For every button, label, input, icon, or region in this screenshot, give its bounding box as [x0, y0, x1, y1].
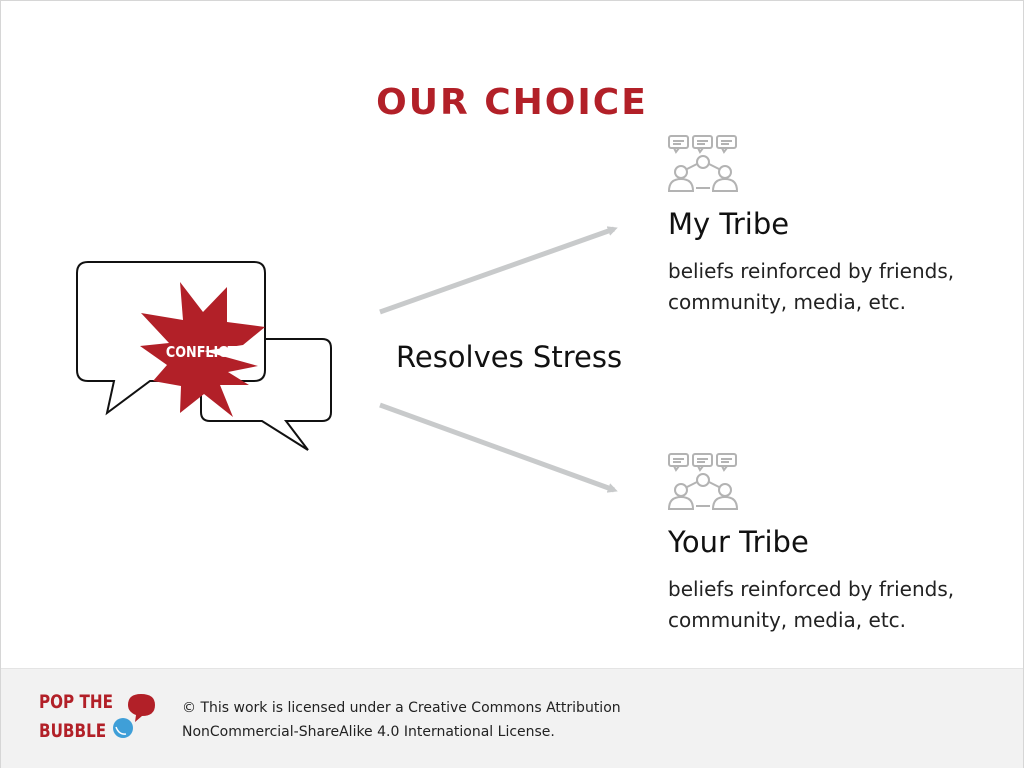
logo-line-1: POP THE — [39, 691, 113, 713]
your-tribe-description: beliefs reinforced by friends, community… — [668, 577, 955, 632]
pop-the-bubble-logo: POP THE BUBBLE — [39, 691, 169, 751]
arrow-to-your-tribe — [379, 402, 618, 493]
my-tribe-description: beliefs reinforced by friends, community… — [668, 259, 955, 314]
arrow-to-my-tribe — [379, 226, 618, 315]
logo-line-2: BUBBLE — [39, 720, 107, 742]
group-chat-icon — [667, 453, 739, 510]
slide-title: OUR CHOICE — [376, 82, 648, 123]
license-line-1: © This work is licensed under a Creative… — [182, 700, 621, 716]
license-line-2: NonCommercial-ShareAlike 4.0 Internation… — [182, 724, 555, 740]
footer: POP THE BUBBLE © This work is licensed u… — [1, 668, 1023, 768]
bubble-logo-icon — [113, 694, 155, 738]
choice-diagram: CONFLICT! — [76, 135, 739, 510]
conflict-starburst-icon — [140, 282, 265, 417]
license-text: © This work is licensed under a Creative… — [182, 696, 621, 744]
your-tribe-title: Your Tribe — [668, 525, 809, 559]
group-chat-icon — [667, 135, 739, 192]
conflict-label: CONFLICT! — [166, 344, 242, 361]
my-tribe-title: My Tribe — [668, 207, 790, 241]
resolves-stress-label: Resolves Stress — [396, 340, 623, 374]
